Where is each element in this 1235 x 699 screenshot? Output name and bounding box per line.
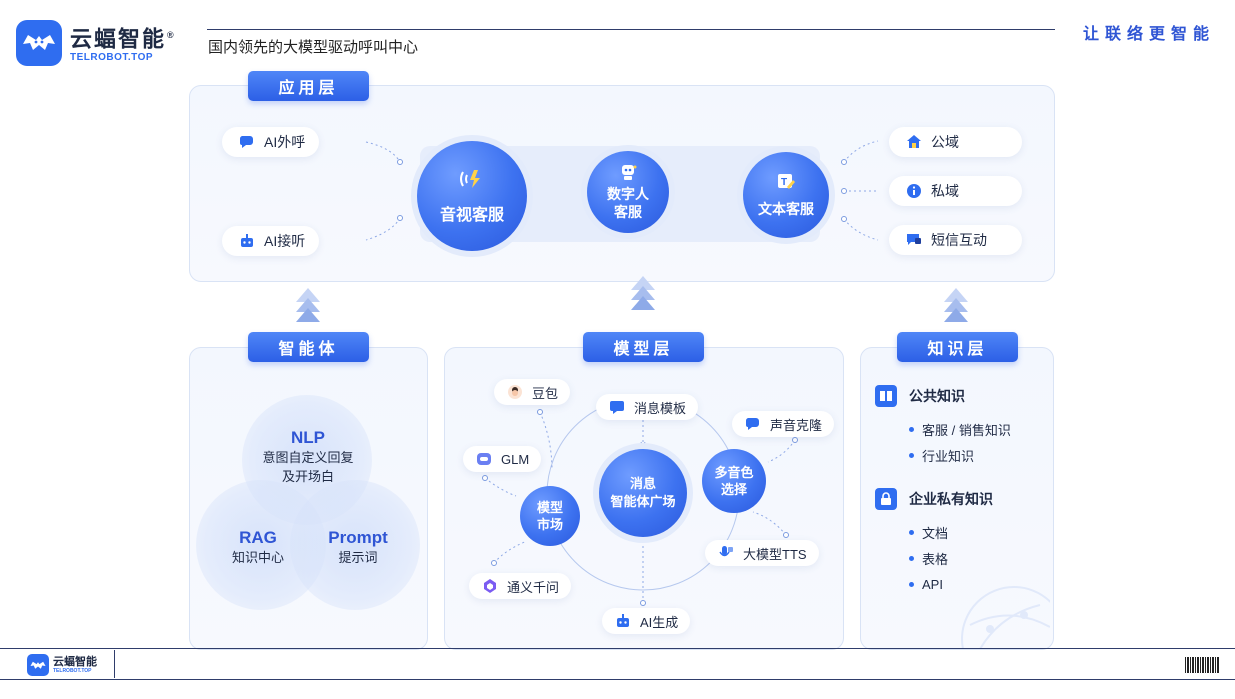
house-icon bbox=[905, 133, 923, 151]
brand-logo: 云蝠智能® TELROBOT.TOP bbox=[16, 20, 176, 66]
lock-icon bbox=[875, 488, 897, 510]
agent-rag: RAG 知识中心 bbox=[231, 528, 284, 565]
knowledge-public-list: 客服 / 销售知识 行业知识 bbox=[909, 416, 1011, 468]
app-item-ai-outbound: AI外呼 bbox=[222, 127, 320, 157]
info-icon bbox=[905, 182, 923, 200]
model-item-doubao: 豆包 bbox=[494, 379, 571, 405]
knowledge-layer-title: 知识层 bbox=[897, 332, 1018, 362]
header-rule bbox=[207, 29, 1055, 30]
arrow-up-icon bbox=[631, 276, 655, 310]
app-layer-title: 应用层 bbox=[248, 71, 369, 101]
model-voice-selection: 多音色 选择 bbox=[702, 449, 766, 513]
app-item-ai-inbound: AI接听 bbox=[222, 226, 320, 256]
app-center-audio-video: 音视客服 bbox=[417, 141, 527, 251]
list-item: 客服 / 销售知识 bbox=[909, 416, 1011, 442]
list-item: 文档 bbox=[909, 519, 948, 545]
footer-separator bbox=[114, 650, 115, 678]
app-center-digital-human: 数字人 客服 bbox=[587, 151, 669, 233]
footer-rule-top bbox=[0, 648, 1235, 649]
speech-icon bbox=[744, 415, 762, 433]
page-subtitle: 国内领先的大模型驱动呼叫中心 bbox=[208, 40, 419, 56]
arrow-up-icon bbox=[296, 288, 320, 322]
tongyi-icon bbox=[481, 577, 499, 595]
bat-logo-icon bbox=[27, 654, 49, 676]
barcode-icon bbox=[1185, 657, 1219, 673]
app-item-sms: 短信互动 bbox=[889, 225, 1022, 255]
knowledge-enterprise-heading: 企业私有知识 bbox=[875, 488, 993, 510]
app-center-text-service: T 文本客服 bbox=[743, 152, 829, 238]
robot-icon bbox=[238, 232, 256, 250]
list-item: API bbox=[909, 571, 948, 597]
doubao-icon bbox=[506, 383, 524, 401]
list-item: 行业知识 bbox=[909, 442, 1011, 468]
footer-rule-bottom bbox=[0, 679, 1235, 680]
brand-name: 云蝠智能® bbox=[70, 26, 176, 52]
agent-layer-title: 智能体 bbox=[248, 332, 369, 362]
slogan: 让联络更智能 bbox=[1082, 26, 1215, 43]
bat-logo-icon bbox=[16, 20, 62, 66]
mic-icon bbox=[717, 544, 735, 562]
brand-domain: TELROBOT.TOP bbox=[70, 51, 154, 63]
book-icon bbox=[875, 385, 897, 407]
model-item-message-template: 消息模板 bbox=[596, 394, 699, 420]
model-layer-title: 模型层 bbox=[583, 332, 704, 362]
model-market: 模型 市场 bbox=[520, 486, 580, 546]
app-item-public-domain: 公域 bbox=[889, 127, 1022, 157]
text-edit-icon: T bbox=[776, 172, 796, 195]
digital-human-icon bbox=[618, 163, 638, 185]
knowledge-public-heading: 公共知识 bbox=[875, 385, 965, 407]
footer-logo: 云蝠智能 TELROBOT.TOP bbox=[27, 654, 97, 676]
app-item-private-domain: 私域 bbox=[889, 176, 1022, 206]
message-template-icon bbox=[608, 398, 626, 416]
model-center-agent-plaza: 消息 智能体广场 bbox=[599, 449, 687, 537]
knowledge-enterprise-list: 文档 表格 API bbox=[909, 519, 948, 597]
voice-wave-icon bbox=[458, 168, 486, 195]
model-item-voice-clone: 声音克隆 bbox=[732, 411, 835, 437]
list-item: 表格 bbox=[909, 545, 948, 571]
chat-icon bbox=[905, 231, 923, 249]
speech-icon bbox=[238, 133, 256, 151]
model-item-llm-tts: 大模型TTS bbox=[705, 540, 819, 566]
agent-prompt: Prompt 提示词 bbox=[328, 528, 388, 565]
glm-icon bbox=[475, 450, 493, 468]
agent-nlp: NLP 意图自定义回复 及开场白 bbox=[262, 428, 354, 484]
svg-text:T: T bbox=[781, 177, 787, 188]
arrow-up-icon bbox=[944, 288, 968, 322]
robot-icon bbox=[614, 612, 632, 630]
model-item-ai-generate: AI生成 bbox=[602, 608, 691, 634]
globe-watermark-icon bbox=[961, 586, 1050, 649]
model-item-glm: GLM bbox=[463, 446, 542, 472]
model-item-tongyi: 通义千问 bbox=[469, 573, 572, 599]
